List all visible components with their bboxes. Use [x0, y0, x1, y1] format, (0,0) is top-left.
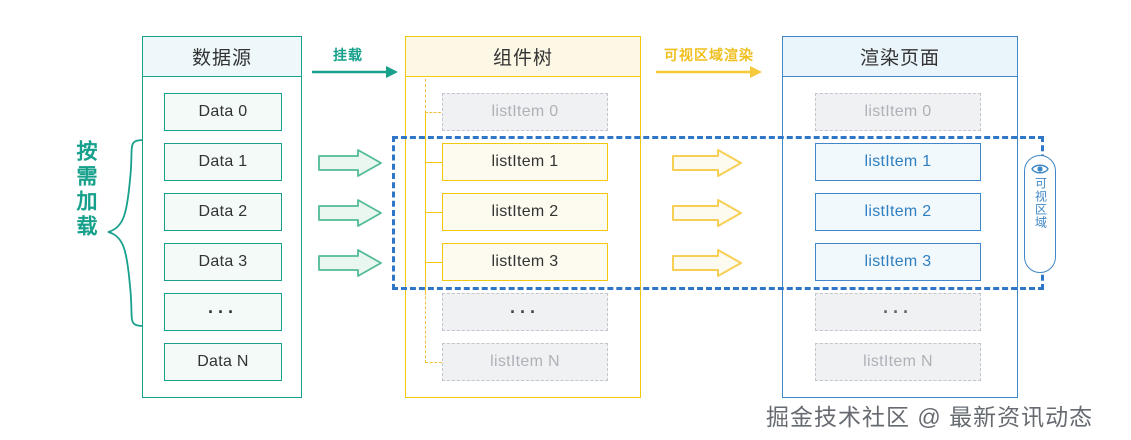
block-arrow-yellow — [672, 149, 742, 177]
list-item[interactable]: listItem 1 — [815, 143, 981, 181]
list-item-ellipsis: ··· — [442, 293, 608, 331]
eye-icon — [1031, 164, 1049, 174]
viewport-badge-label: 可视区域 — [1033, 177, 1048, 229]
panel-render-page-header: 渲染页面 — [783, 37, 1017, 77]
panel-render-page: 渲染页面 listItem 0 listItem 1 listItem 2 li… — [782, 36, 1018, 398]
list-item[interactable]: Data 1 — [164, 143, 282, 181]
list-item-ellipsis: ··· — [815, 293, 981, 331]
flow-label-viewport-render: 可视区域渲染 — [664, 47, 754, 63]
list-item[interactable]: Data 0 — [164, 93, 282, 131]
block-arrow-green — [318, 199, 382, 227]
tree-connector-branch — [425, 362, 442, 363]
panel-component-tree-header: 组件树 — [406, 37, 640, 77]
watermark-text: 掘金技术社区 @ 最新资讯动态 — [766, 404, 1094, 430]
list-item[interactable]: Data N — [164, 343, 282, 381]
tree-connector-branch — [425, 112, 441, 113]
list-item[interactable]: listItem N — [815, 343, 981, 381]
flow-arrow-viewport-render — [656, 66, 762, 78]
list-item[interactable]: listItem 2 — [815, 193, 981, 231]
viewport-badge[interactable]: 可视区域 — [1024, 155, 1056, 273]
list-item[interactable]: listItem 0 — [815, 93, 981, 131]
panel-component-tree: 组件树 listItem 0 listItem 1 listItem 2 lis… — [405, 36, 641, 398]
block-arrow-yellow — [672, 249, 742, 277]
list-item[interactable]: listItem N — [442, 343, 608, 381]
panel-data-source-header: 数据源 — [143, 37, 301, 77]
demand-load-label: 按需加载 — [74, 140, 97, 240]
list-item[interactable]: listItem 1 — [442, 143, 608, 181]
block-arrow-green — [318, 249, 382, 277]
panel-data-source: 数据源 Data 0 Data 1 Data 2 Data 3 ··· Data… — [142, 36, 302, 398]
list-item[interactable]: listItem 2 — [442, 193, 608, 231]
tree-connector-branch — [425, 212, 442, 213]
tree-connector-branch — [425, 162, 442, 163]
list-item-ellipsis: ··· — [164, 293, 282, 331]
list-item[interactable]: Data 2 — [164, 193, 282, 231]
flow-label-mount: 挂载 — [333, 47, 363, 63]
tree-connector-line — [425, 113, 426, 295]
tree-connector-branch — [425, 262, 442, 263]
list-item[interactable]: listItem 3 — [815, 243, 981, 281]
tree-connector-line — [425, 79, 426, 113]
list-item[interactable]: listItem 0 — [442, 93, 608, 131]
flow-arrow-mount — [312, 66, 398, 78]
demand-brace — [107, 139, 147, 327]
block-arrow-yellow — [672, 199, 742, 227]
list-item[interactable]: listItem 3 — [442, 243, 608, 281]
block-arrow-green — [318, 149, 382, 177]
list-item[interactable]: Data 3 — [164, 243, 282, 281]
tree-connector-line — [425, 277, 426, 363]
